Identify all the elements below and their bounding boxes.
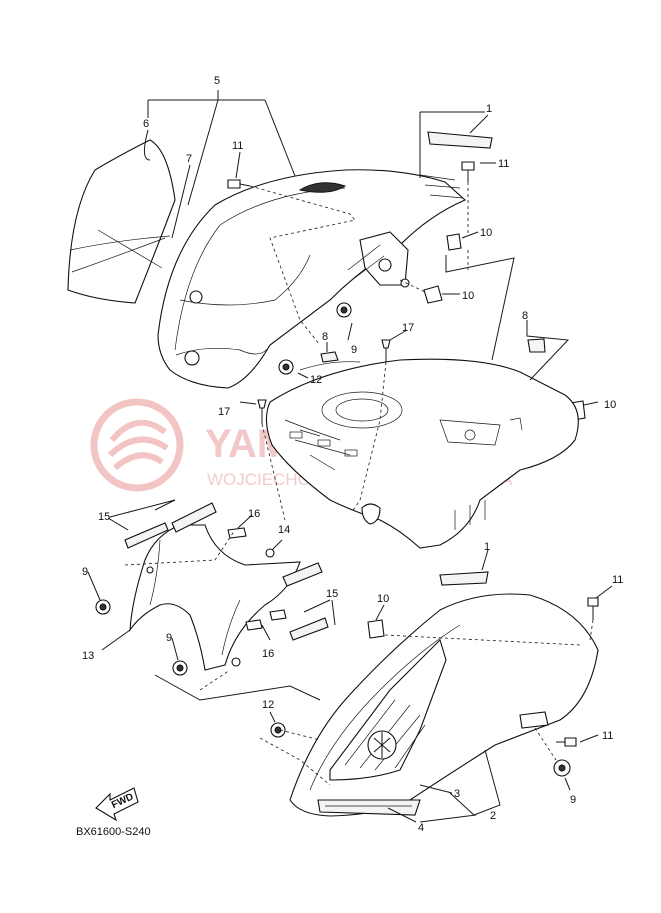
callout-2: 2: [490, 810, 496, 822]
callout-16: 16: [262, 648, 274, 660]
callout-10: 10: [480, 227, 492, 239]
callout-9: 9: [570, 794, 576, 806]
callout-8: 8: [322, 331, 328, 343]
callout-6: 6: [143, 118, 149, 130]
callout-1: 1: [486, 103, 492, 115]
callout-9: 9: [82, 566, 88, 578]
callout-9: 9: [351, 344, 357, 356]
callouts: 5 6 7 11 1 11 10 10 8 9 17 8 12 17 10 15…: [82, 75, 623, 834]
callout-10: 10: [604, 399, 616, 411]
callout-11: 11: [612, 574, 623, 586]
callout-9: 9: [166, 632, 172, 644]
callout-11: 11: [232, 140, 243, 152]
callout-15: 15: [98, 511, 110, 523]
callout-10: 10: [377, 593, 389, 605]
part-windscreen: [67, 139, 176, 304]
callout-5: 5: [214, 75, 220, 87]
watermark-logo-mark: [107, 419, 169, 471]
callout-15: 15: [326, 588, 338, 600]
fwd-arrow: FWD: [95, 787, 139, 822]
callout-12: 12: [262, 699, 274, 711]
callout-7: 7: [186, 153, 192, 165]
hardware-lower: [270, 597, 599, 777]
callout-17: 17: [218, 406, 230, 418]
callout-11: 11: [498, 158, 509, 170]
callout-3: 3: [454, 788, 460, 800]
callout-8: 8: [522, 310, 528, 322]
part-fuel-tank: [265, 358, 579, 549]
callout-17: 17: [402, 322, 414, 334]
part-tank-cover: [289, 593, 599, 817]
hardware-side: [95, 502, 329, 676]
part-side-panel: [129, 524, 301, 671]
part-tank-strip-lower: [439, 571, 489, 586]
part-upper-cover: [157, 169, 467, 389]
callout-16: 16: [248, 508, 260, 520]
part-tank-strip-upper: [427, 131, 493, 149]
watermark-logo-ring: [90, 398, 184, 492]
callout-14: 14: [278, 524, 290, 536]
callout-12: 12: [310, 374, 322, 386]
diagram-code: BX61600-S240: [76, 826, 151, 838]
callout-4: 4: [418, 822, 424, 834]
callout-1: 1: [484, 541, 490, 553]
callout-11: 11: [602, 730, 613, 742]
leader-lines: [87, 90, 613, 823]
callout-13: 13: [82, 650, 94, 662]
callout-10: 10: [462, 290, 474, 302]
